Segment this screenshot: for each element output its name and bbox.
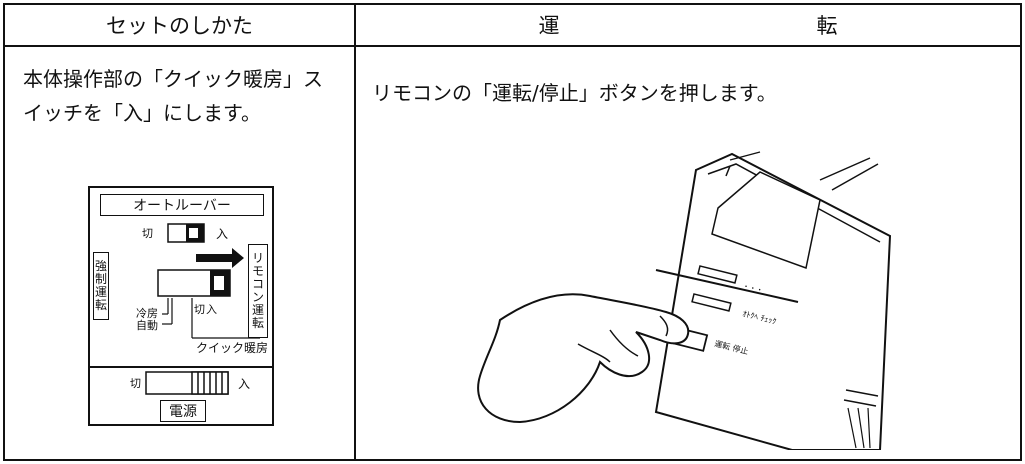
remote-op-char: 転 [251,316,264,330]
remote-op-char: ン [251,290,264,304]
power-label: 電源 [160,400,206,422]
power-off-label: 切 [130,377,141,390]
header-divider [5,45,1020,47]
remote-op-char: モ [251,264,264,278]
header-operation: 運 転 [356,5,1020,45]
panel-divider [90,366,272,368]
forced-op-char: 制 [94,272,107,286]
louver-off-label: 切 [142,227,153,240]
panel-drawing [145,223,260,395]
remote-op-char: リ [251,251,264,265]
forced-op-char: 運 [94,285,107,299]
quick-heat-label: クイック暖房 [196,341,269,355]
control-panel-illustration: オートルーバー 切 入 強 制 運 転 リ [88,186,274,426]
header-setup-label: セットのしかた [106,14,253,38]
column-divider [354,5,356,459]
louver-on-label: 入 [216,227,229,241]
remote-operation-label: リ モ コ ン 運 転 [248,244,268,338]
header-setup: セットのしかた [5,5,354,45]
setup-instruction: 本体操作部の「クイック暖房」スイッチを「入」にします。 [23,67,323,125]
instruction-table: セットのしかた 運 転 [3,3,1022,461]
power-on-label: 入 [238,377,251,391]
quick-switch-off-label: 切 [194,303,205,316]
remote-op-char: コ [251,277,264,291]
auto-label: 自動 [136,319,158,332]
cool-label: 冷房 [136,307,158,320]
header-operation-label: 運 転 [538,14,956,38]
auto-louver-label: オートルーバー [100,194,264,216]
forced-operation-label: 強 制 運 転 [93,252,109,320]
quick-switch-on-label: 入 [206,303,217,316]
forced-op-char: 強 [94,259,107,273]
remote-control-illustration: ・・・ ｵﾄｸﾍ ﾁｪｯｸ 運転 停止 [477,151,892,450]
operation-instruction: リモコンの「運転/停止」ボタンを押します。 [372,81,777,105]
forced-op-char: 転 [94,298,107,312]
remote-op-char: 運 [251,303,264,317]
